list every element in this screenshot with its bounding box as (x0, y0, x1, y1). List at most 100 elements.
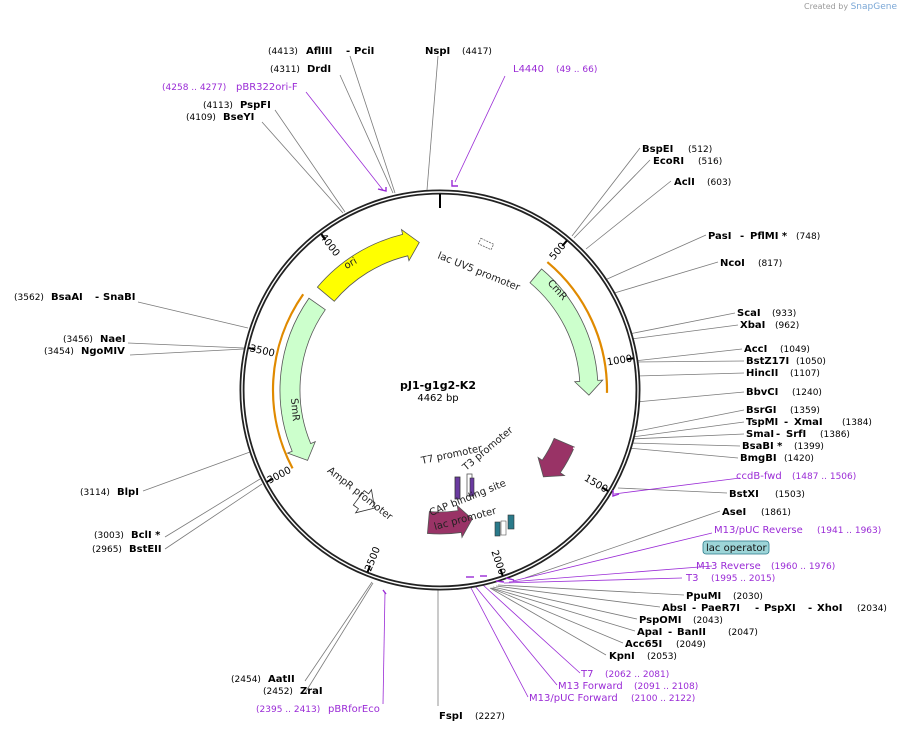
enzyme-name[interactable]: NspI (425, 46, 450, 57)
enzyme-name[interactable]: BclI * (131, 530, 161, 541)
enzyme-name: - (692, 603, 696, 614)
primer-name[interactable]: pBR322ori-F (236, 82, 298, 93)
enzyme-name[interactable]: PciI (354, 46, 374, 57)
enzyme-pos: (1399) (794, 442, 824, 452)
lac-promoter-glyph (494, 520, 507, 537)
primer-range: (2091 .. 2108) (634, 682, 698, 692)
enzyme-name[interactable]: BmgBI (740, 453, 777, 464)
enzyme-name[interactable]: KpnI (609, 651, 635, 662)
enzyme-name[interactable]: SnaBI (103, 292, 135, 303)
feature-arrow-cmr[interactable] (529, 268, 604, 396)
enzyme-pos: (603) (707, 178, 731, 188)
enzyme-name[interactable]: BsaBI * (742, 441, 783, 452)
enzyme-name[interactable]: XmaI (794, 417, 823, 428)
feature-arrow-ccdb[interactable] (537, 437, 575, 478)
tick-mark (366, 565, 372, 573)
feature-arrow-smr[interactable] (279, 297, 326, 461)
tick-label: 2500 (363, 545, 383, 573)
enzyme-name[interactable]: PasI (708, 231, 731, 242)
enzyme-name[interactable]: BbvCI (746, 387, 778, 398)
enzyme-name[interactable]: BstXI (729, 489, 759, 500)
primer-name[interactable]: M13/pUC Forward (529, 693, 618, 704)
enzyme-name[interactable]: PpuMI (686, 591, 721, 602)
enzyme-pos: (2454) (231, 675, 261, 685)
tick-label: 2000 (488, 549, 507, 577)
enzyme-name[interactable]: AflIII (306, 46, 332, 57)
enzyme-name: - (776, 429, 780, 440)
feature-arrow-lacz-[interactable] (427, 504, 473, 539)
enzyme-name[interactable]: ZraI (300, 686, 323, 697)
primer-name[interactable]: M13 Forward (558, 681, 623, 692)
tick-label: 3500 (249, 343, 276, 359)
enzyme-name[interactable]: SrfI (786, 429, 806, 440)
tick-label: 3000 (266, 465, 294, 487)
enzyme-name[interactable]: NgoMIV (81, 346, 125, 357)
enzyme-name[interactable]: BstZ17I (746, 356, 789, 367)
enzyme-pos: (748) (796, 232, 820, 242)
enzyme-pos: (4311) (270, 65, 300, 75)
primer-range: (1487 .. 1506) (792, 472, 856, 482)
enzyme-pos: (2053) (647, 652, 677, 662)
feature-arrow-ampr-promoter[interactable] (352, 488, 376, 514)
enzyme-name[interactable]: Acc65I (625, 639, 662, 650)
enzyme-name[interactable]: DrdI (307, 64, 331, 75)
enzyme-name[interactable]: NcoI (720, 258, 745, 269)
enzyme-pos: (2049) (676, 640, 706, 650)
enzyme-name[interactable]: BlpI (117, 487, 139, 498)
enzyme-name: - (668, 627, 672, 638)
enzyme-name[interactable]: NaeI (100, 334, 126, 345)
enzyme-pos: (3003) (94, 531, 124, 541)
enzyme-name[interactable]: ScaI (737, 308, 761, 319)
enzyme-name[interactable]: AseI (722, 507, 746, 518)
enzyme-name[interactable]: FspI (439, 711, 463, 722)
enzyme-name[interactable]: SmaI (746, 429, 774, 440)
tick-mark (626, 357, 634, 361)
enzyme-pos: (1050) (796, 357, 826, 367)
enzyme-name[interactable]: BsaAI (51, 292, 83, 303)
enzyme-name[interactable]: TspMI (746, 417, 778, 428)
primer-name[interactable]: T7 (580, 669, 593, 680)
enzyme-name[interactable]: PspOMI (639, 615, 681, 626)
enzyme-name[interactable]: ApaI (637, 627, 662, 638)
tick-mark (499, 568, 504, 577)
enzyme-name[interactable]: PspXI (764, 603, 796, 614)
enzyme-name[interactable]: BspEI (642, 144, 673, 155)
primer-name[interactable]: pBRforEco (328, 704, 380, 715)
cap-binding-site-glyph (507, 514, 515, 530)
enzyme-name[interactable]: AccI (744, 344, 767, 355)
enzyme-name[interactable]: AbsI (662, 603, 687, 614)
enzyme-pos: (4109) (186, 113, 216, 123)
enzyme-name[interactable]: PflMI * (750, 231, 788, 242)
enzyme-name[interactable]: BstEII (129, 544, 162, 555)
enzyme-name: - (740, 231, 744, 242)
tick-label: 4000 (317, 232, 341, 259)
enzyme-name[interactable]: BanII (677, 627, 706, 638)
enzymes-left: (4413) AflIII - PciI (4311) DrdI (4113) … (14, 46, 374, 697)
enzyme-name[interactable]: XhoI (817, 603, 842, 614)
feature-label: AmpR promoter (325, 465, 395, 523)
enzyme-name[interactable]: HincII (746, 368, 778, 379)
enzyme-name[interactable]: EcoRI (653, 156, 684, 167)
plasmid-name: pJ1-g1g2-K2 (400, 379, 476, 392)
primer-range: (1941 .. 1963) (817, 526, 881, 536)
enzyme-name[interactable]: AclI (674, 177, 695, 188)
primer-name[interactable]: M13/pUC Reverse (714, 525, 803, 536)
small-site-glyphs (454, 237, 515, 537)
feature-arrow-ori[interactable] (316, 228, 420, 302)
enzyme-pos: (4113) (203, 101, 233, 111)
enzyme-name[interactable]: PspFI (240, 100, 271, 111)
primer-name[interactable]: M13 Reverse (696, 561, 761, 572)
enzyme-name[interactable]: XbaI (740, 320, 765, 331)
primer-name[interactable]: L4440 (513, 64, 544, 75)
primer-name[interactable]: ccdB-fwd (736, 471, 782, 482)
credit: Created by SnapGene (804, 2, 897, 12)
enzyme-name[interactable]: BsrGI (746, 405, 776, 416)
enzyme-name[interactable]: AatII (268, 674, 295, 685)
enzyme-pos: (1107) (790, 369, 820, 379)
enzyme-name[interactable]: BseYI (223, 112, 254, 123)
enzyme-name: - (755, 603, 759, 614)
enzyme-name[interactable]: PaeR7I (701, 603, 740, 614)
primer-name[interactable]: T3 (685, 573, 698, 584)
enzyme-name: - (784, 417, 788, 428)
